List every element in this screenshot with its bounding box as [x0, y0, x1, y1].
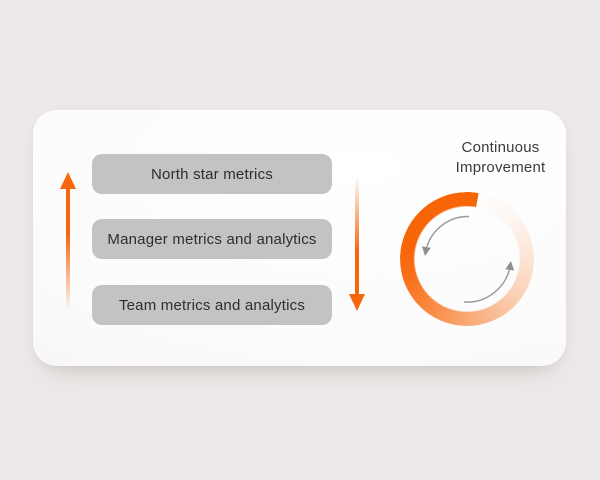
- ring-cap: [463, 192, 477, 206]
- cycle-rotation-arrows: [421, 215, 515, 303]
- metric-box-label: Manager metrics and analytics: [107, 230, 317, 248]
- cycle-title-text: Continuous Improvement: [455, 139, 546, 176]
- down-arrow-icon: [349, 176, 365, 326]
- down-arrow-head: [349, 294, 365, 311]
- up-arrow-icon: [60, 172, 76, 322]
- up-arrow-head: [60, 172, 76, 189]
- metric-box-team: Team metrics and analytics: [92, 285, 332, 325]
- down-arrow-shaft: [355, 176, 359, 298]
- ring-gradient: [400, 192, 534, 326]
- diagram-card: North star metrics Manager metrics and a…: [33, 110, 566, 366]
- continuous-improvement-ring: [400, 192, 534, 326]
- metric-box-label: Team metrics and analytics: [118, 296, 306, 314]
- metric-box-manager: Manager metrics and analytics: [92, 219, 332, 259]
- metric-box-label: North star metrics: [151, 165, 273, 183]
- ccw-arrow-top-icon: [421, 215, 470, 256]
- up-arrow-shaft: [66, 187, 70, 311]
- cycle-title: Continuous Improvement: [393, 138, 600, 178]
- metric-box-north-star: North star metrics: [92, 154, 332, 194]
- ccw-arrow-bottom-icon: [463, 261, 515, 303]
